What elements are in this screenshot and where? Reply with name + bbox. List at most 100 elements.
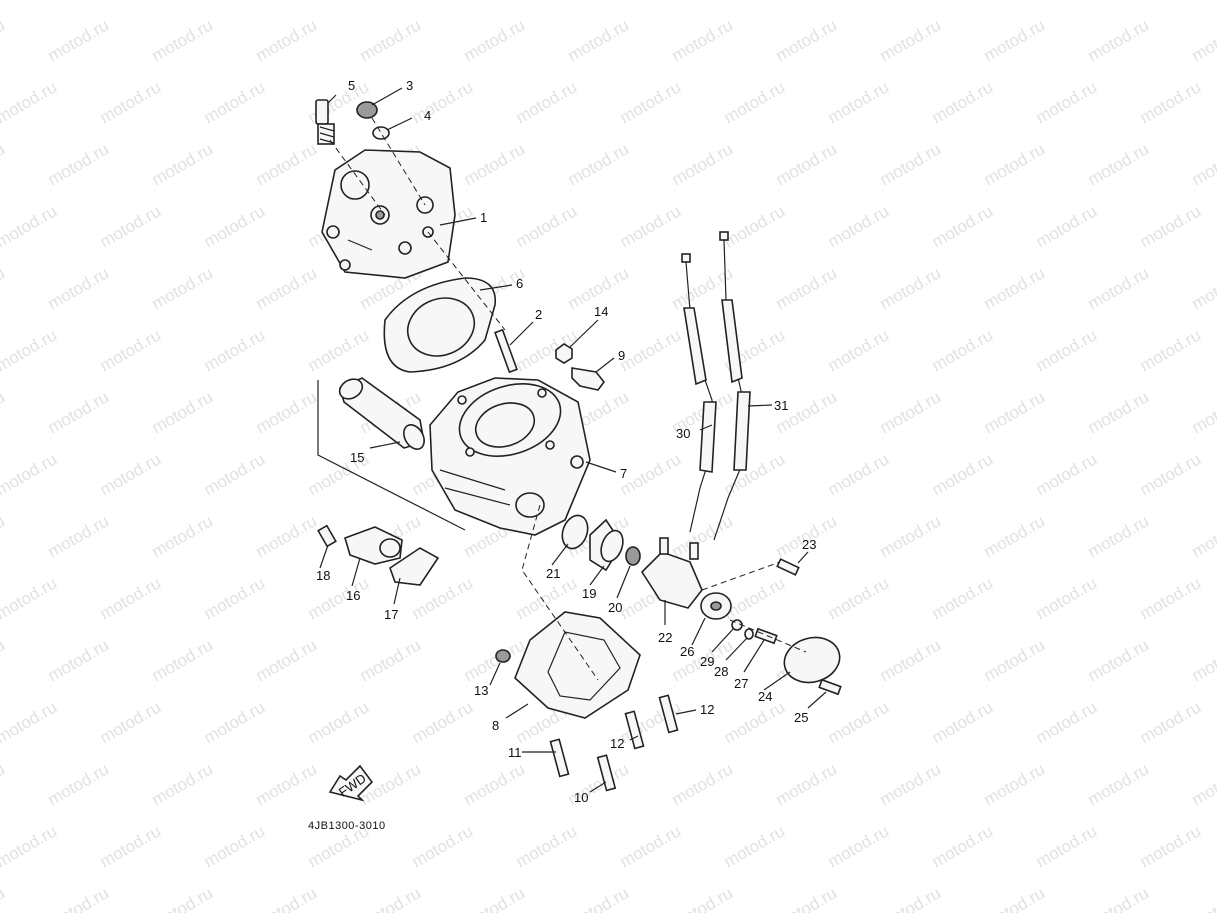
watermark-text: motod.ru <box>1137 77 1205 127</box>
watermark-text: motod.ru <box>0 511 8 561</box>
watermark-text: motod.ru <box>0 821 60 871</box>
watermark-text: motod.ru <box>0 573 60 623</box>
watermark-text: motod.ru <box>721 77 789 127</box>
watermark-text: motod.ru <box>0 697 60 747</box>
callout-24: 24 <box>758 689 772 704</box>
valve-housing <box>640 537 703 609</box>
watermark-text: motod.ru <box>1085 883 1153 913</box>
watermark-text: motod.ru <box>1189 387 1217 437</box>
callout-27: 27 <box>734 676 748 691</box>
watermark-text: motod.ru <box>669 139 737 189</box>
watermark-text: motod.ru <box>565 15 633 65</box>
watermark-text: motod.ru <box>0 139 8 189</box>
base-gasket <box>514 611 641 719</box>
bolt-27 <box>754 627 778 645</box>
callout-23: 23 <box>802 537 816 552</box>
bolt-23 <box>776 558 800 576</box>
watermark-text: motod.ru <box>461 759 529 809</box>
watermark-text: motod.ru <box>825 697 893 747</box>
bracket <box>571 367 606 391</box>
callout-17: 17 <box>384 607 398 622</box>
watermark-text: motod.ru <box>825 573 893 623</box>
watermark-text: motod.ru <box>149 883 217 913</box>
o-ring <box>561 514 589 550</box>
watermark-text: motod.ru <box>253 511 321 561</box>
watermark-text: motod.ru <box>149 759 217 809</box>
watermark-text: motod.ru <box>877 263 945 313</box>
callout-21: 21 <box>546 566 560 581</box>
watermark-text: motod.ru <box>149 387 217 437</box>
head-gasket <box>383 277 496 373</box>
watermark-text: motod.ru <box>513 201 581 251</box>
watermark-text: motod.ru <box>409 697 477 747</box>
watermark-text: motod.ru <box>97 201 165 251</box>
watermark-text: motod.ru <box>357 15 425 65</box>
watermark-text: motod.ru <box>0 263 8 313</box>
watermark-text: motod.ru <box>45 387 113 437</box>
cylinder-head <box>321 149 456 279</box>
watermark-text: motod.ru <box>1189 511 1217 561</box>
watermark-text: motod.ru <box>0 759 8 809</box>
watermark-text: motod.ru <box>825 77 893 127</box>
watermark-text: motod.ru <box>97 697 165 747</box>
watermark-text: motod.ru <box>825 449 893 499</box>
watermark-text: motod.ru <box>1189 883 1217 913</box>
callout-leaders <box>319 87 827 793</box>
stud-12a <box>624 710 645 750</box>
bolt-25 <box>818 678 842 696</box>
watermark-text: motod.ru <box>1137 325 1205 375</box>
callout-16: 16 <box>346 588 360 603</box>
watermark-text: motod.ru <box>617 201 685 251</box>
watermark-text: motod.ru <box>669 15 737 65</box>
watermark-text: motod.ru <box>773 883 841 913</box>
callout-22: 22 <box>658 630 672 645</box>
power-valve-cables <box>681 231 751 541</box>
watermark-text: motod.ru <box>1033 697 1101 747</box>
watermark-text: motod.ru <box>149 139 217 189</box>
watermark-text: motod.ru <box>1033 821 1101 871</box>
watermark-text: motod.ru <box>1033 325 1101 375</box>
watermark-text: motod.ru <box>45 759 113 809</box>
watermark-text: motod.ru <box>669 883 737 913</box>
watermark-text: motod.ru <box>305 325 373 375</box>
callout-12a: 12 <box>610 736 624 751</box>
bolt-small <box>317 524 337 548</box>
callout-10: 10 <box>574 790 588 805</box>
watermark-text: motod.ru <box>877 635 945 685</box>
watermark-text: motod.ru <box>461 139 529 189</box>
watermark-text: motod.ru <box>929 821 997 871</box>
watermark-text: motod.ru <box>1137 449 1205 499</box>
watermark-text: motod.ru <box>1189 635 1217 685</box>
watermark-text: motod.ru <box>0 635 8 685</box>
callout-2: 2 <box>535 307 542 322</box>
watermark-text: motod.ru <box>981 387 1049 437</box>
gasket-small <box>389 547 440 586</box>
callout-labels: 1 2 3 4 5 6 7 8 9 10 11 12 12 13 14 15 1… <box>316 78 816 805</box>
callout-15: 15 <box>350 450 364 465</box>
watermark-text: motod.ru <box>721 697 789 747</box>
watermark-text: motod.ru <box>461 15 529 65</box>
watermark-text: motod.ru <box>721 0 789 3</box>
callout-26: 26 <box>680 644 694 659</box>
watermark-text: motod.ru <box>253 883 321 913</box>
watermark-text: motod.ru <box>305 697 373 747</box>
watermark-text: motod.ru <box>357 883 425 913</box>
callout-12b: 12 <box>700 702 714 717</box>
watermark-text: motod.ru <box>201 573 269 623</box>
watermark-text: motod.ru <box>981 883 1049 913</box>
watermark-text: motod.ru <box>253 759 321 809</box>
watermark-text: motod.ru <box>929 325 997 375</box>
watermark-text: motod.ru <box>201 697 269 747</box>
watermark-text: motod.ru <box>1085 15 1153 65</box>
callout-4: 4 <box>424 108 431 123</box>
callout-11: 11 <box>508 745 522 760</box>
stud-10 <box>596 754 617 792</box>
watermark-text: motod.ru <box>305 573 373 623</box>
cap <box>356 101 378 119</box>
watermark-text: motod.ru <box>929 697 997 747</box>
callout-3: 3 <box>406 78 413 93</box>
watermark-text: motod.ru <box>617 77 685 127</box>
watermark-text: motod.ru <box>253 263 321 313</box>
watermark-text: motod.ru <box>981 511 1049 561</box>
